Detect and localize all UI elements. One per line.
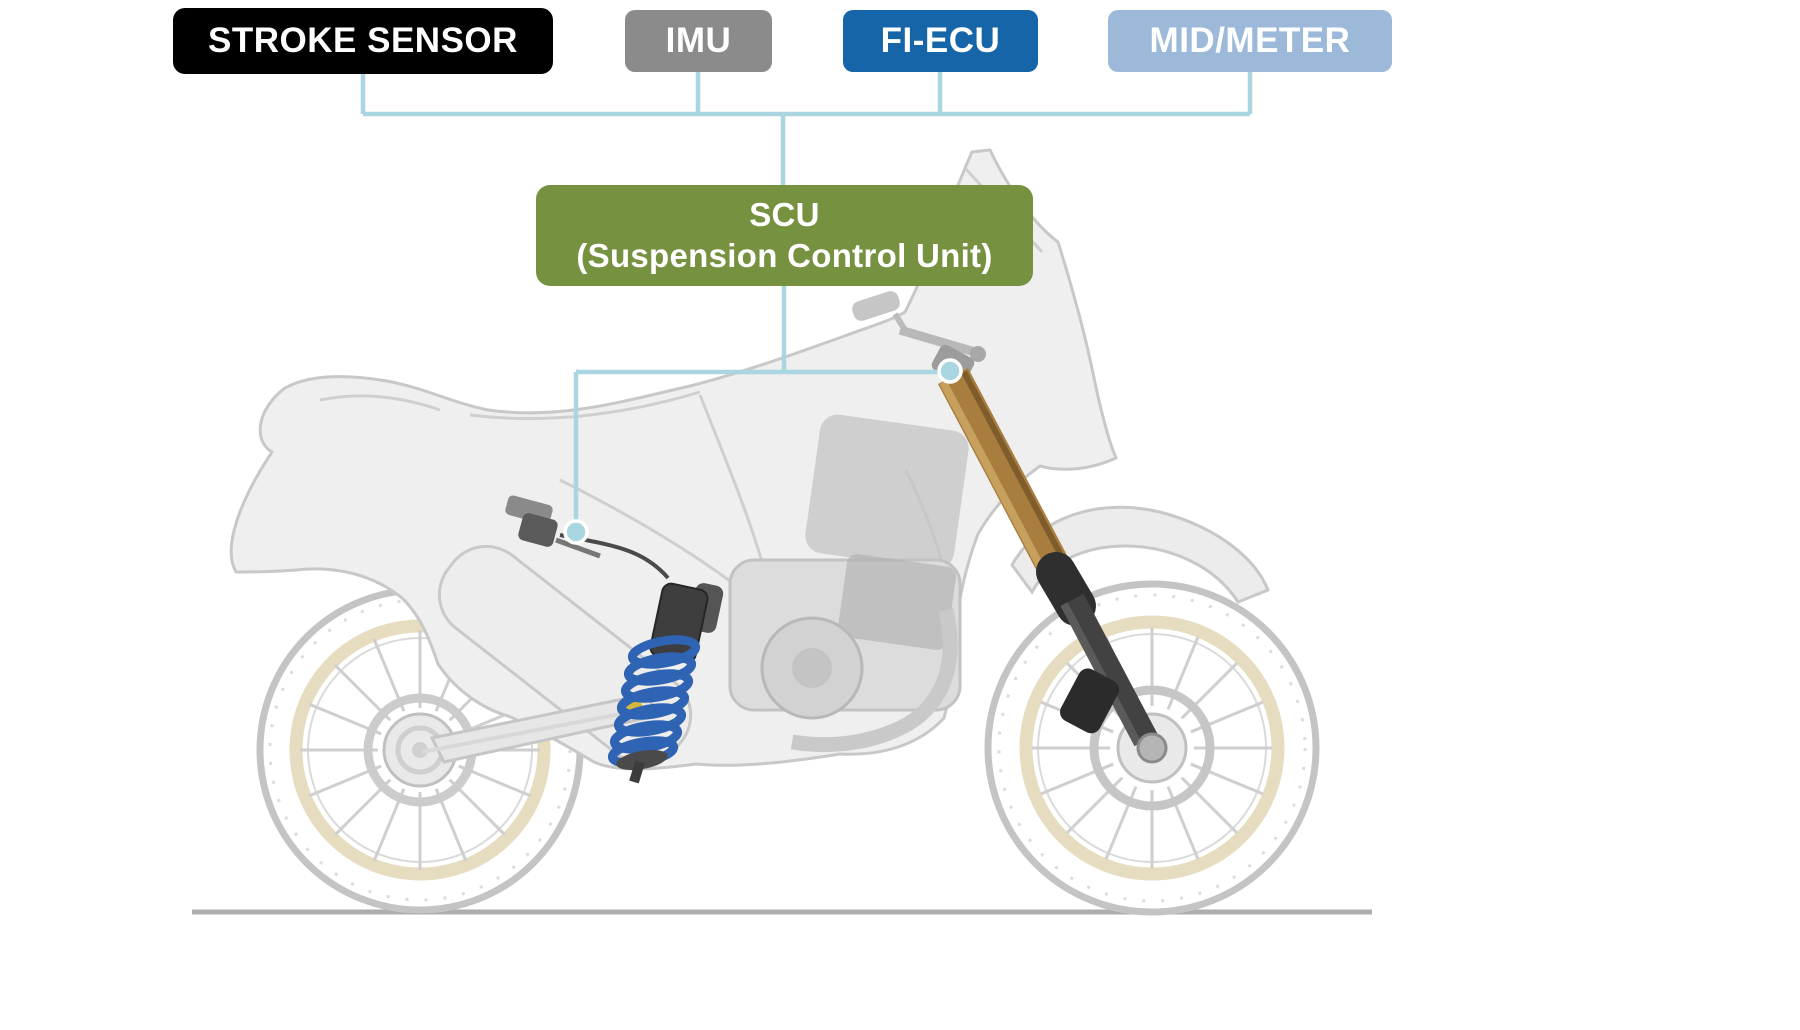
fi-ecu-label: FI-ECU xyxy=(880,21,1001,60)
front-brake-disc xyxy=(1089,685,1215,811)
stroke-sensor-box: STROKE SENSOR xyxy=(173,8,553,74)
mid-meter-label: MID/METER xyxy=(1149,21,1351,60)
front-brake-caliper xyxy=(1060,668,1120,734)
front-fork xyxy=(931,344,1168,764)
rear-shock xyxy=(607,582,724,784)
fi-ecu-box: FI-ECU xyxy=(843,10,1038,72)
connection-dot-front-fork xyxy=(937,358,963,384)
shock-spring xyxy=(607,635,701,768)
scu-box: SCU (Suspension Control Unit) xyxy=(536,185,1033,286)
stroke-sensor-label: STROKE SENSOR xyxy=(208,21,518,60)
scu-label-line2: (Suspension Control Unit) xyxy=(576,236,993,274)
scu-label-line1: SCU xyxy=(749,196,820,234)
exhaust-pipe xyxy=(790,608,958,753)
engine xyxy=(728,414,969,753)
imu-box: IMU xyxy=(625,10,772,72)
mid-meter-box: MID/METER xyxy=(1108,10,1392,72)
connection-dot-rear-shock xyxy=(563,519,589,545)
imu-label: IMU xyxy=(665,21,732,60)
handlebar-mirror xyxy=(852,291,986,362)
front-fender xyxy=(1010,505,1270,604)
